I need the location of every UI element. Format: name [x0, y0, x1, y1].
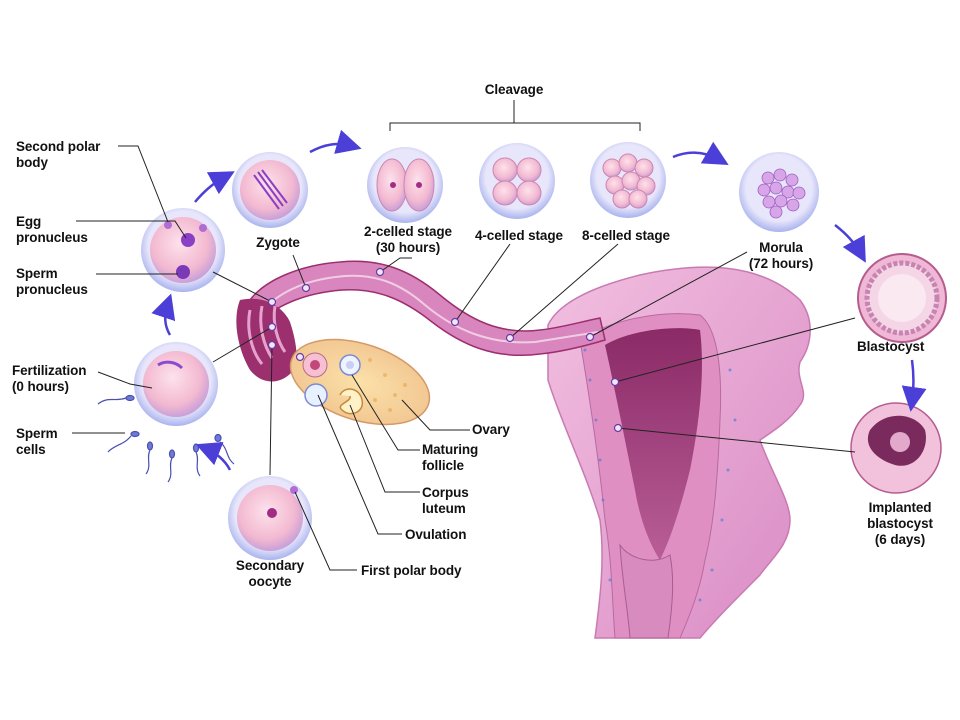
ovary-label: Ovary [472, 422, 510, 437]
morula-cell [739, 152, 819, 232]
uterus [547, 266, 811, 639]
eight-celled-stage-label: 8-celled stage [582, 228, 670, 243]
blastocyst-cell [857, 253, 947, 343]
implanted-blastocyst-label: Implanted blastocyst (6 days) [867, 500, 933, 547]
second-polar-body-label: Second polar body [16, 139, 101, 170]
zygote-label: Zygote [256, 235, 300, 250]
corpus-luteum-label: Corpus luteum [422, 485, 469, 516]
four-celled-stage-label: 4-celled stage [475, 228, 563, 243]
maturing-follicle-label: Maturing follicle [422, 442, 479, 473]
leader-lines [72, 100, 856, 571]
process-arrows [151, 129, 927, 471]
sperm-cells [97, 394, 235, 483]
fertilization-label: Fertilization (0 hours) [12, 363, 87, 394]
morula-label: Morula (72 hours) [748, 240, 814, 271]
sperm-cells-label: Sperm cells [16, 426, 58, 457]
first-polar-body-label: First polar body [361, 563, 462, 578]
egg-pronucleus-label: Egg pronucleus [16, 214, 88, 245]
secondary-oocyte-label: Secondary oocyte [235, 558, 305, 589]
four-celled-cell [479, 143, 555, 219]
fallopian-tube [236, 260, 606, 382]
two-celled-cell [367, 147, 443, 223]
zygote-cell [232, 152, 308, 228]
eight-celled-cell [590, 142, 666, 218]
implanted-blastocyst-cell [850, 402, 942, 494]
fertilization-cell [134, 342, 218, 426]
ovary [289, 338, 431, 426]
pronuclei-cell [141, 208, 225, 292]
cleavage-title: Cleavage [484, 82, 544, 97]
two-celled-stage-label: 2-celled stage (30 hours) [364, 224, 452, 255]
tube-egg-markers [267, 267, 623, 433]
secondary-oocyte-cell [228, 476, 312, 560]
blastocyst-label: Blastocyst [857, 339, 925, 354]
sperm-pronucleus-label: Sperm pronucleus [16, 266, 88, 297]
ovulation-label: Ovulation [405, 527, 467, 542]
